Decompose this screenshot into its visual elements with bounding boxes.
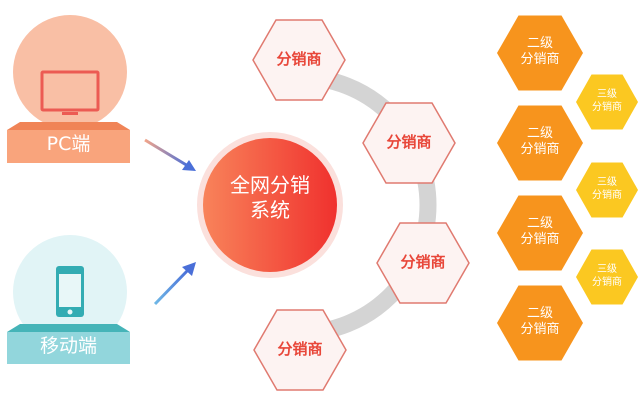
level2-hexagon bbox=[497, 15, 583, 91]
level2-hexagon bbox=[497, 285, 583, 361]
distributor-hexagon bbox=[362, 102, 456, 184]
distributor-hexagon bbox=[252, 19, 346, 101]
arrow-pc-to-hub bbox=[144, 138, 196, 171]
distributor-label: 分销商 bbox=[277, 340, 323, 358]
connector-arc bbox=[299, 68, 437, 342]
mobile-source bbox=[7, 235, 130, 364]
hub-circle bbox=[197, 132, 343, 278]
level2-label: 二级分销商 bbox=[520, 36, 560, 68]
level2-label: 二级分销商 bbox=[520, 306, 560, 338]
level3-label: 三级分销商 bbox=[592, 264, 622, 288]
level2-label: 二级分销商 bbox=[520, 126, 560, 158]
level3-label: 三级分销商 bbox=[592, 177, 622, 201]
pc-source bbox=[7, 15, 130, 163]
hub-label: 全网分销系统 bbox=[205, 173, 335, 223]
monitor-icon bbox=[40, 70, 100, 115]
level2-label: 二级分销商 bbox=[520, 216, 560, 248]
hub-line1: 全网分销 bbox=[230, 173, 310, 197]
level3-hexagon bbox=[576, 249, 638, 305]
mobile-label: 移动端 bbox=[39, 335, 97, 357]
level2-hexagon bbox=[497, 105, 583, 181]
pc-label: PC端 bbox=[46, 133, 91, 155]
distributor-label: 分销商 bbox=[276, 50, 322, 68]
level3-label: 三级分销商 bbox=[592, 89, 622, 113]
arrow-mobile-to-hub bbox=[153, 262, 196, 306]
level2-hexagon bbox=[497, 195, 583, 271]
distributor-hexagon bbox=[253, 309, 347, 391]
phone-icon bbox=[56, 266, 84, 317]
distributor-label: 分销商 bbox=[386, 133, 432, 151]
distributor-hexagon bbox=[376, 222, 470, 304]
distributor-hexagons bbox=[252, 19, 470, 391]
level3-hexagon bbox=[576, 74, 638, 130]
hub-line2: 系统 bbox=[250, 198, 290, 222]
level2-hexagons bbox=[497, 15, 583, 361]
level3-hexagon bbox=[576, 162, 638, 218]
distributor-label: 分销商 bbox=[400, 253, 446, 271]
level3-hexagons bbox=[576, 74, 638, 305]
